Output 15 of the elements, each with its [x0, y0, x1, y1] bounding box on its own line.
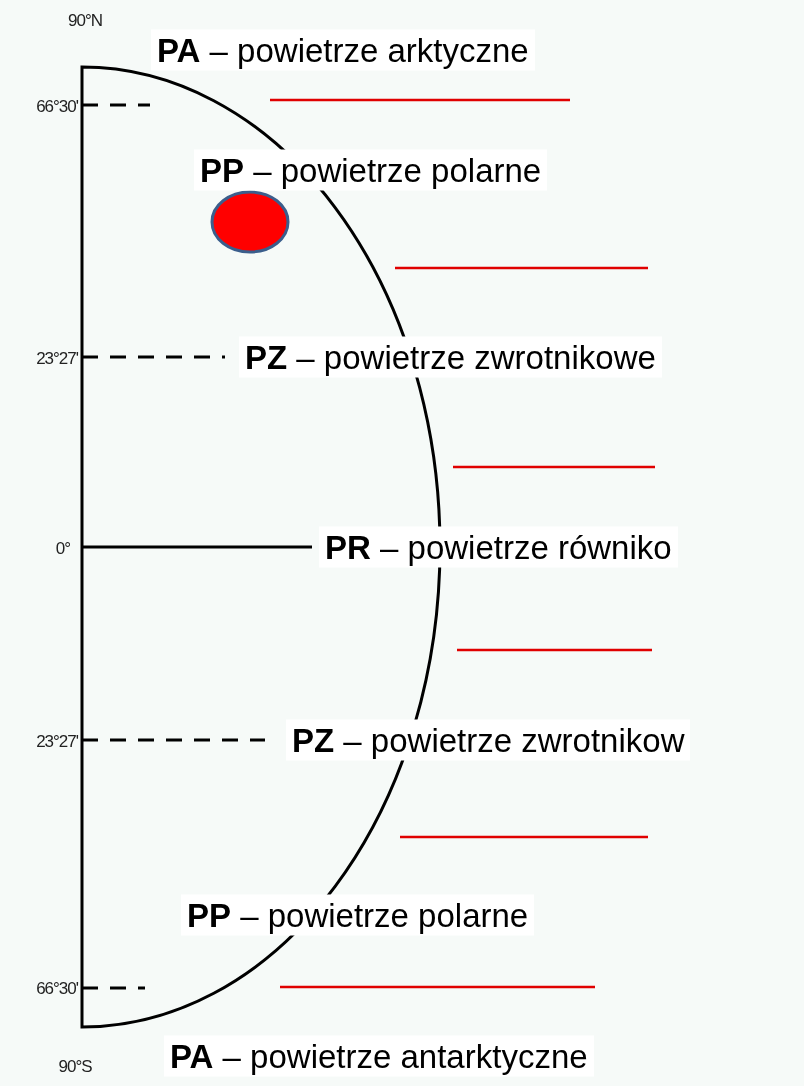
- latitude-label: 66°30': [36, 979, 78, 997]
- air-mass-label: PZ – powietrze zwrotnikowe: [239, 336, 662, 378]
- latitude-label: 90°S: [58, 1057, 92, 1075]
- air-mass-label: PA – powietrze antarktyczne: [164, 1035, 594, 1077]
- latitude-label: 0°: [55, 539, 70, 557]
- air-mass-label: PP – powietrze polarne: [181, 894, 535, 936]
- latitude-label: 90°N: [68, 11, 102, 29]
- air-mass-label: PA – powietrze arktyczne: [151, 29, 535, 71]
- latitude-label: 23°27': [36, 732, 78, 750]
- air-mass-label: PR – powietrze równiko: [319, 526, 678, 568]
- air-mass-label: PZ – powietrze zwrotnikow: [286, 719, 691, 761]
- position-marker: [210, 190, 290, 254]
- latitude-label: 66°30': [36, 97, 78, 115]
- latitude-label: 23°27': [36, 349, 78, 367]
- air-mass-label: PP – powietrze polarne: [194, 149, 548, 191]
